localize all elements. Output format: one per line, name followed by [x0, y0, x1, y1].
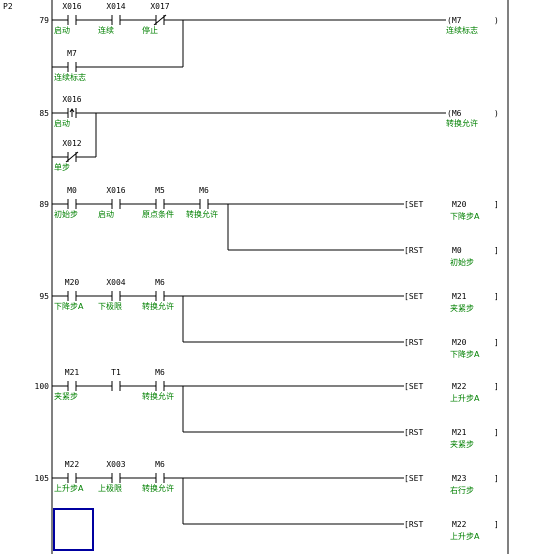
output-close-bracket: ]	[494, 474, 499, 483]
contact-comment: 转换允许	[142, 301, 174, 311]
contact-device-label: T1	[111, 368, 121, 377]
contact-comment: 停止	[142, 25, 158, 35]
output-instruction: [SET	[404, 292, 423, 301]
output-comment: 上升步A	[450, 394, 480, 403]
contact-nc-slash	[65, 151, 79, 163]
output-device: M21	[452, 428, 467, 437]
output-close-bracket: ]	[494, 520, 499, 529]
contact-device-label: X016	[106, 186, 125, 195]
contact-comment: 下降步A	[54, 301, 84, 311]
contact-device-label: X017	[150, 2, 169, 11]
contact-device-label: M6	[155, 278, 165, 287]
rung-step-number: 79	[39, 16, 49, 25]
contact-device-label: X016	[62, 95, 81, 104]
output-comment: 右行步	[450, 485, 474, 495]
contact-device-label: M0	[67, 186, 77, 195]
output-instruction: [SET	[404, 200, 423, 209]
output-device: M21	[452, 292, 467, 301]
contact-comment: 连续	[98, 25, 114, 35]
contact-device-label: M7	[67, 49, 77, 58]
contact-comment: 原点条件	[142, 209, 174, 219]
output-device: M22	[452, 520, 467, 529]
coil-comment: 转换允许	[446, 118, 478, 128]
output-device: M20	[452, 338, 467, 347]
contact-comment: 转换允许	[142, 483, 174, 493]
contact-device-label: M20	[65, 278, 80, 287]
output-close-bracket: ]	[494, 200, 499, 209]
contact-device-label: M5	[155, 186, 165, 195]
output-close-bracket: ]	[494, 246, 499, 255]
contact-comment: 初始步	[54, 209, 78, 219]
contact-comment: 启动	[54, 118, 70, 128]
rung-step-number: 105	[35, 474, 50, 483]
output-comment: 下降步A	[450, 349, 480, 359]
contact-comment: 连续标志	[54, 72, 86, 82]
output-device: M0	[452, 246, 462, 255]
output-instruction: [SET	[404, 474, 423, 483]
output-close-bracket: ]	[494, 338, 499, 347]
output-comment: 下降步A	[450, 211, 480, 221]
coil-comment: 连续标志	[446, 25, 478, 35]
coil-open-paren: (M7	[447, 16, 462, 25]
contact-comment: 上极限	[98, 483, 122, 493]
output-instruction: [RST	[404, 520, 423, 529]
output-comment: 上升步A	[450, 532, 480, 541]
output-instruction: [SET	[404, 382, 423, 391]
contact-comment: 上升步A	[54, 484, 84, 493]
contact-device-label: X016	[62, 2, 81, 11]
output-device: M23	[452, 474, 467, 483]
coil-open-paren: (M6	[447, 109, 462, 118]
coil-close-paren: )	[494, 16, 499, 25]
page-label: P2	[3, 2, 13, 11]
contact-comment: 转换允许	[186, 209, 218, 219]
contact-comment: 单步	[54, 162, 70, 172]
output-instruction: [RST	[404, 338, 423, 347]
rungs: 79X016启动X014连续X017停止M7连续标志(M7)连续标志85X016…	[35, 2, 499, 541]
rung-step-number: 95	[39, 292, 49, 301]
contact-device-label: M6	[155, 460, 165, 469]
output-comment: 夹紧步	[450, 439, 474, 449]
contact-nc-slash	[153, 14, 167, 26]
output-close-bracket: ]	[494, 292, 499, 301]
contact-device-label: M22	[65, 460, 80, 469]
output-close-bracket: ]	[494, 428, 499, 437]
output-device: M22	[452, 382, 467, 391]
output-comment: 初始步	[450, 257, 474, 267]
rung-step-number: 89	[39, 200, 49, 209]
contact-device-label: X012	[62, 139, 81, 148]
output-instruction: [RST	[404, 428, 423, 437]
rung-step-number: 85	[39, 109, 49, 118]
editor-cursor[interactable]	[53, 508, 94, 551]
contact-comment: 启动	[54, 25, 70, 35]
contact-comment: 下极限	[98, 301, 122, 311]
contact-device-label: X004	[106, 278, 125, 287]
contact-comment: 启动	[98, 209, 114, 219]
contact-device-label: M6	[155, 368, 165, 377]
pulse-arrow	[69, 108, 75, 117]
contact-comment: 转换允许	[142, 391, 174, 401]
contact-device-label: M6	[199, 186, 209, 195]
contact-device-label: X014	[106, 2, 125, 11]
output-comment: 夹紧步	[450, 303, 474, 313]
contact-comment: 夹紧步	[54, 391, 78, 401]
output-device: M20	[452, 200, 467, 209]
contact-device-label: X003	[106, 460, 125, 469]
output-close-bracket: ]	[494, 382, 499, 391]
contact-device-label: M21	[65, 368, 80, 377]
output-instruction: [RST	[404, 246, 423, 255]
rung-step-number: 100	[35, 382, 50, 391]
coil-close-paren: )	[494, 109, 499, 118]
